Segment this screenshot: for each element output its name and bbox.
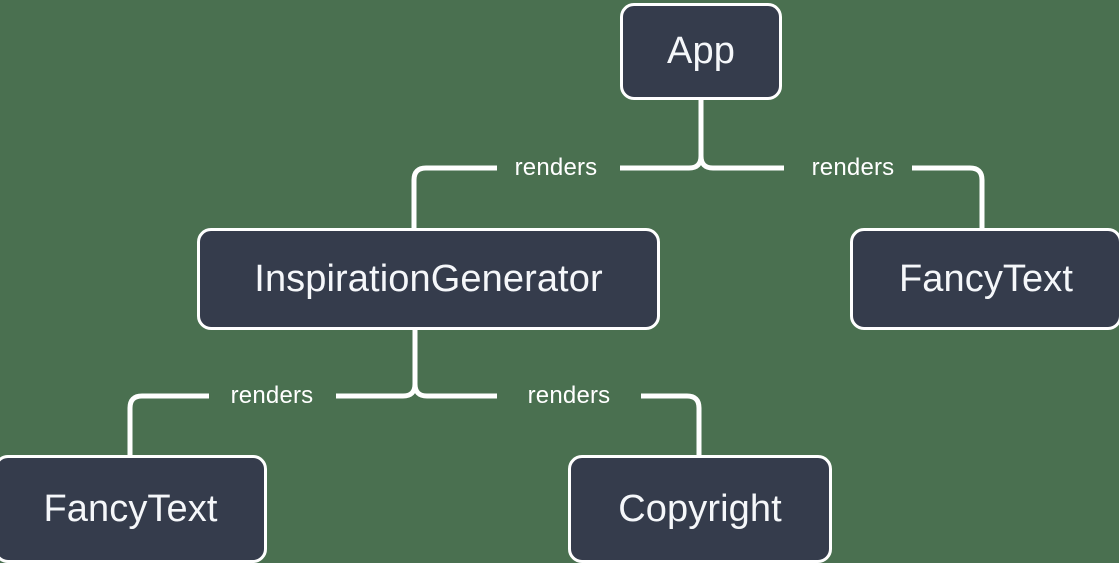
edge-app-to-fancytext-right: [912, 165, 985, 228]
edge-label-inspiration-fancytext-bottom: renders: [230, 382, 314, 409]
node-label-fancytext-bottom: FancyText: [43, 487, 218, 530]
edge-label-app-fancytext-right: renders: [811, 154, 895, 181]
edge-app-junction-right: [698, 100, 784, 171]
edge-label-app-inspiration-generator: renders: [514, 154, 598, 181]
edge-app-junction-left: [620, 100, 704, 171]
edge-label-inspiration-copyright: renders: [527, 382, 611, 409]
node-inspiration-generator[interactable]: InspirationGenerator: [197, 228, 660, 330]
edge-inspiration-to-copyright: [641, 393, 702, 455]
node-fancytext-bottom[interactable]: FancyText: [0, 455, 267, 563]
node-copyright[interactable]: Copyright: [568, 455, 832, 563]
edge-inspiration-junction-right: [412, 330, 497, 399]
node-label-copyright: Copyright: [618, 487, 782, 530]
node-label-inspiration-generator: InspirationGenerator: [254, 257, 603, 300]
node-app[interactable]: App: [620, 3, 782, 100]
edge-app-to-inspiration-generator: [411, 165, 497, 228]
node-label-app: App: [667, 30, 735, 72]
edge-inspiration-to-fancytext-bottom: [127, 393, 209, 455]
node-fancytext-right[interactable]: FancyText: [850, 228, 1119, 330]
node-label-fancytext-right: FancyText: [898, 257, 1074, 300]
edge-inspiration-junction-left: [336, 330, 418, 399]
